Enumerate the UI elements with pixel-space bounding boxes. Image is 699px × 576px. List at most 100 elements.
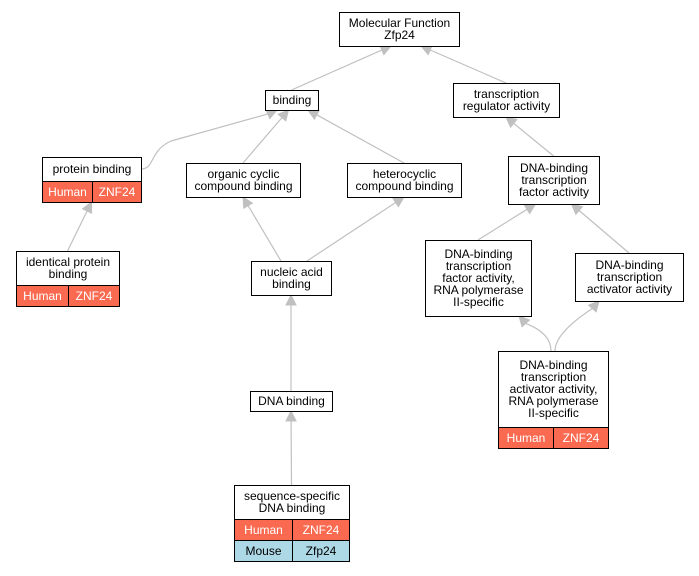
node-box	[234, 485, 350, 520]
node-label-line: DNA-binding	[520, 161, 588, 175]
edges-layer	[66, 44, 630, 486]
node-box	[425, 240, 532, 317]
node-box	[186, 163, 301, 198]
organism-label: Human	[23, 289, 62, 303]
node-label-line: nucleic acid	[260, 265, 323, 279]
node-label-line: sequence-specific	[244, 489, 340, 503]
gene-label: ZNF24	[99, 185, 136, 199]
arrowhead-seq-to-dna	[285, 409, 297, 422]
arrowhead-org-to-bind	[277, 109, 290, 122]
node-label-line: binding	[272, 277, 311, 291]
node-label-line: factor activity,	[442, 271, 514, 285]
node-label-line: Zfp24	[384, 28, 415, 42]
edge-org-to-bind	[242, 117, 283, 164]
node-label-line: binding	[273, 93, 312, 107]
node-box	[339, 12, 460, 47]
edge-trreg-to-mf	[429, 49, 507, 84]
node-box	[453, 83, 560, 118]
node-label-line: DNA-binding	[519, 358, 587, 372]
gene-label: ZNF24	[76, 289, 113, 303]
node-label-line: transcription	[446, 259, 511, 273]
arrowhead-dbtf2-to-dbtf	[523, 203, 537, 215]
edge-nuc-to-het	[306, 202, 396, 262]
node-label-line: organic cyclic	[207, 167, 279, 181]
edge-prot-to-bind	[140, 113, 268, 170]
node-label-line: DNA-binding	[444, 247, 512, 261]
edge-dbta-to-dbtf	[578, 210, 630, 254]
node-label-line: compound binding	[194, 179, 292, 193]
arrowhead-nuc-to-het	[392, 196, 405, 208]
gene-label: ZNF24	[303, 523, 340, 537]
node-label-line: DNA binding	[259, 501, 326, 515]
node-box	[250, 391, 333, 412]
organism-label: Mouse	[245, 544, 281, 558]
arrowhead-dna-to-nuc	[285, 293, 297, 306]
organism-label: Human	[244, 523, 283, 537]
node-label-line: factor activity	[519, 185, 589, 199]
node-label-line: RNA polymerase	[433, 283, 523, 297]
node-box	[16, 251, 120, 286]
edge-nuc-to-org	[247, 205, 282, 262]
gene-cell	[92, 181, 142, 203]
node-label-line: protein binding	[53, 162, 132, 176]
gene-cell	[553, 427, 609, 449]
node-label-line: transcription	[597, 270, 662, 284]
gene-label: ZNF24	[563, 431, 600, 445]
node-label-line: II-specific	[453, 295, 504, 309]
edge-dbta2-to-dbta	[554, 308, 593, 352]
edge-dbtf2-to-dbtf	[477, 208, 528, 241]
gene-label: Zfp24	[306, 544, 337, 558]
node-label-line: regulator activity	[463, 99, 550, 113]
node-label-line: Molecular Function	[349, 16, 450, 30]
node-box	[347, 163, 462, 198]
node-label-line: activator activity,	[510, 382, 598, 396]
node-label-line: binding	[49, 267, 88, 281]
edge-bind-to-mf	[291, 49, 383, 91]
node-label-line: DNA binding	[258, 394, 325, 408]
node-label-line: transcription	[521, 173, 586, 187]
node-label-line: transcription	[474, 87, 539, 101]
arrowhead-dbta2-to-dbta	[587, 300, 600, 313]
node-label-line: activator activity	[587, 282, 672, 296]
organism-label: Human	[48, 185, 87, 199]
node-bind[interactable]: binding	[265, 90, 319, 111]
edge-ident-to-prot	[66, 210, 88, 252]
gene-cell	[292, 540, 350, 562]
arrowhead-nuc-to-org	[242, 196, 254, 209]
node-box	[498, 351, 609, 428]
node-label-line: compound binding	[355, 179, 453, 193]
node-label-line: DNA-binding	[595, 258, 663, 272]
node-label-line: RNA polymerase	[508, 394, 598, 408]
node-label-line: identical protein	[26, 255, 110, 269]
node-box	[251, 261, 332, 296]
node-box	[575, 253, 684, 302]
edge-dbta2-to-dbtf2	[525, 322, 552, 352]
node-label-line: heterocyclic	[373, 167, 436, 181]
arrowhead-ident-to-prot	[81, 200, 93, 214]
gene-cell	[68, 285, 120, 307]
edge-dbtf-to-trreg	[513, 122, 554, 157]
node-dna[interactable]: DNA binding	[250, 391, 333, 412]
organism-label: Human	[507, 431, 546, 445]
arrowhead-dbta2-to-dbtf2	[518, 315, 531, 328]
edge-het-to-bind	[316, 114, 405, 164]
arrowhead-dbta-to-dbtf	[570, 203, 584, 216]
node-label-line: II-specific	[528, 406, 579, 420]
node-label-line: transcription	[521, 370, 586, 384]
arrowhead-dbtf-to-trreg	[505, 116, 518, 129]
node-box	[508, 156, 600, 205]
